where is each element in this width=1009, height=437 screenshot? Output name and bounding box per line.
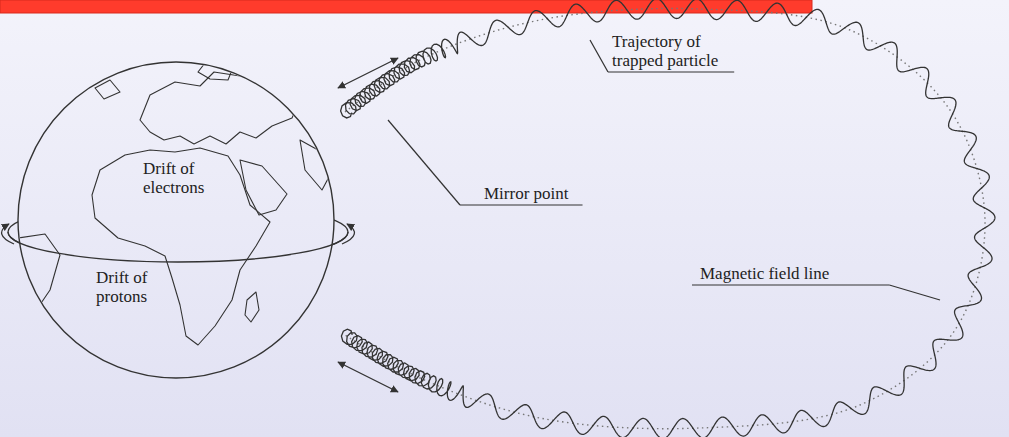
header-bar xyxy=(0,0,812,13)
leader-line xyxy=(889,285,940,300)
leader-line xyxy=(388,120,460,205)
annotation-label: Drift of protons xyxy=(96,268,168,306)
label-underline xyxy=(608,71,734,72)
leader-line xyxy=(590,40,608,72)
continents xyxy=(18,54,330,345)
annotation-label: Trajectory of trapped particle xyxy=(612,32,752,70)
annotation-label: Drift of electrons xyxy=(143,159,225,197)
annotation-label: Mirror point xyxy=(484,184,624,203)
drift-ring-front xyxy=(8,232,348,262)
particle-trajectory xyxy=(341,0,995,437)
drift-arrow xyxy=(342,224,354,244)
magnetic-field-line xyxy=(345,8,985,428)
drift-arrow xyxy=(2,224,14,244)
annotation-label: Magnetic field line xyxy=(700,264,880,283)
label-underline xyxy=(460,204,583,205)
label-underline xyxy=(692,284,889,285)
earth-globe xyxy=(18,62,334,378)
